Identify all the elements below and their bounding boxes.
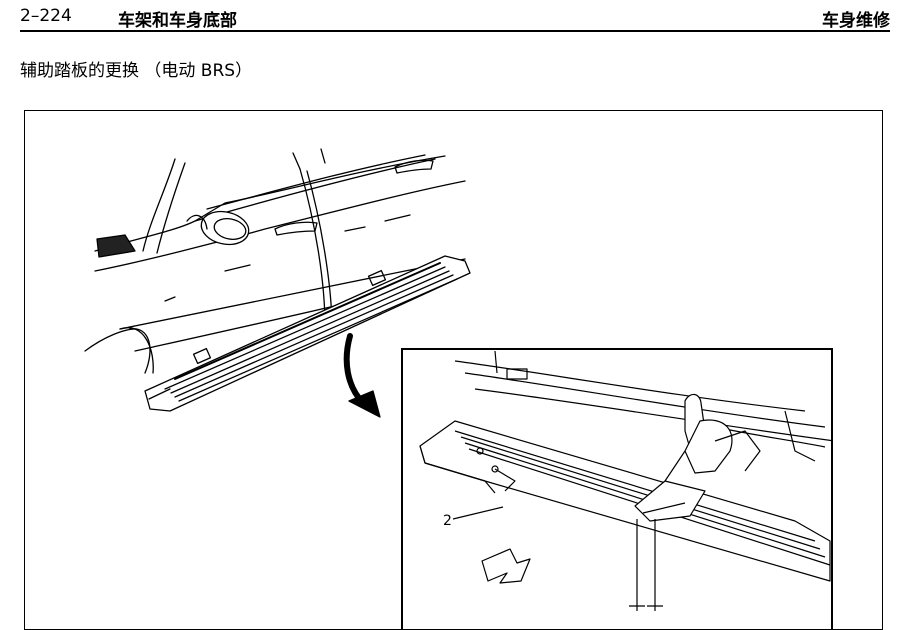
door-handles [274, 159, 434, 236]
direction-arrow [343, 333, 381, 418]
detail-inset: 2 [401, 348, 833, 629]
side-mirror [186, 210, 250, 246]
section-title: 车身维修 [822, 11, 890, 31]
header-rule [20, 30, 890, 32]
illustration-frame: 2 [24, 110, 883, 630]
chapter-title: 车架和车身底部 [118, 11, 237, 31]
page-title: 辅助踏板的更换 （电动 BRS） [20, 61, 253, 81]
running-board [144, 255, 471, 412]
page-header: 2–224 车架和车身底部 车身维修 [20, 6, 890, 31]
vehicle-illustration: 2 [84, 148, 833, 629]
callout-2-label: 2 [443, 513, 452, 529]
page-number: 2–224 [20, 6, 72, 26]
